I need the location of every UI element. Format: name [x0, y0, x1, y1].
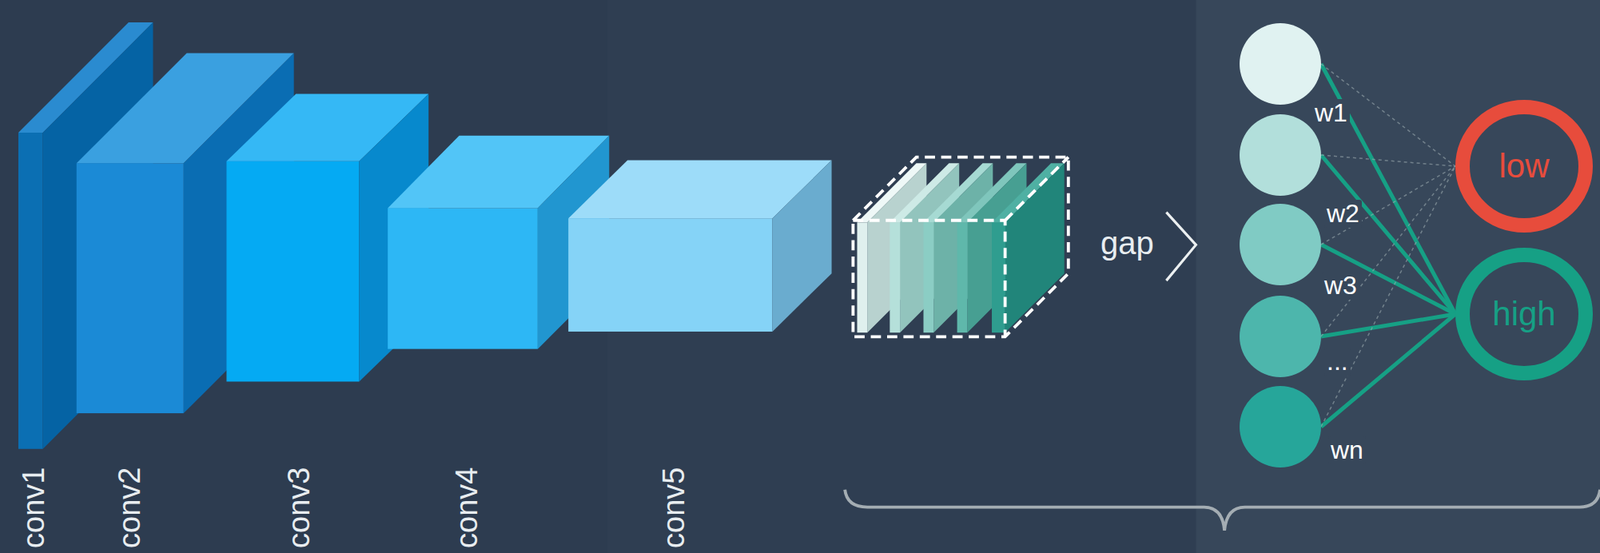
label-slot: gap [1100, 224, 1155, 262]
neuron-fill [1239, 114, 1322, 196]
neuron-circle: w2 [1239, 114, 1322, 196]
neuron-shape [1239, 23, 1322, 105]
neuron-circle: w3 [1239, 203, 1322, 286]
neuron-fill [1239, 295, 1322, 378]
connection-line [1321, 244, 1456, 315]
neuron-fill [1239, 203, 1322, 286]
classifier-panel [1195, 0, 1600, 553]
neuron-circle: wn [1239, 386, 1322, 468]
connection-line [1321, 166, 1456, 245]
chevron [1166, 212, 1196, 282]
weight-label: w3 [1321, 271, 1360, 300]
neuron-shape [1239, 203, 1322, 286]
conv5-block [568, 159, 832, 331]
label-slot: conv3 [281, 467, 317, 549]
ring-outline [1462, 254, 1586, 374]
weight-label: w1 [1312, 99, 1350, 128]
connection-line [1321, 166, 1456, 337]
connection-line [1321, 314, 1456, 427]
pooling-label: gap [1100, 224, 1155, 262]
layer-label: conv4 [449, 467, 485, 549]
curly-bracket [844, 489, 1600, 531]
neuron-shape [1239, 386, 1322, 468]
neuron-fill [1239, 23, 1322, 105]
connection-line [1321, 155, 1456, 315]
label-slot: conv2 [111, 467, 148, 549]
weight-label: wn [1328, 436, 1366, 465]
label-slot: conv1 [15, 467, 52, 549]
weight-label: ... [1324, 347, 1351, 376]
output-ring: high [1455, 247, 1593, 381]
layer-label: conv2 [111, 467, 148, 549]
output-ring: low [1455, 99, 1593, 233]
neuron-fill [1239, 386, 1322, 468]
dashed-outline [852, 157, 1068, 338]
neuron-shape [1239, 295, 1322, 378]
class-label: high [1492, 295, 1556, 333]
neuron-circle: w1 [1239, 23, 1322, 105]
class-label: low [1498, 147, 1549, 185]
connection-line [1321, 155, 1456, 167]
ring-outline [1462, 107, 1586, 226]
feature-map-stack [857, 163, 1065, 333]
weight-label: w2 [1324, 199, 1362, 228]
layer-label: conv5 [656, 467, 692, 549]
label-slot: conv4 [449, 467, 485, 549]
label-slot: conv5 [656, 467, 692, 549]
layer-label: conv1 [15, 467, 52, 549]
connection-line [1321, 166, 1456, 427]
neuron-shape [1239, 114, 1322, 196]
layer-label: conv3 [281, 467, 317, 549]
neuron-circle: ... [1239, 295, 1322, 378]
